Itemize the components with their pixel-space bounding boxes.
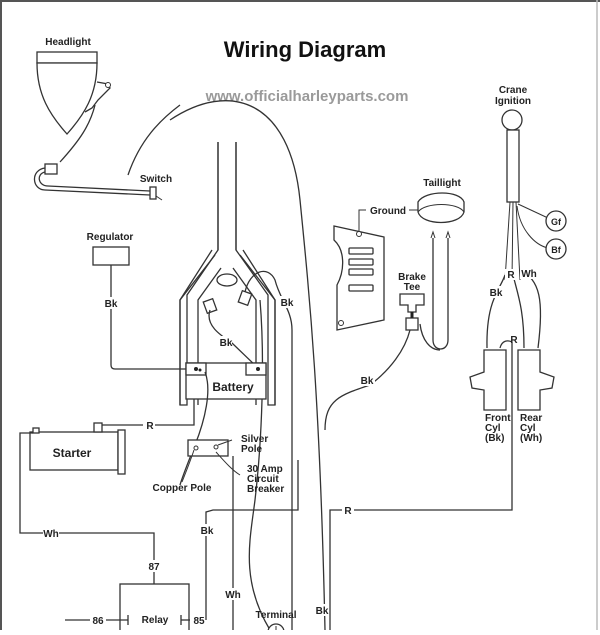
brake-tee-label-2: Tee [404, 282, 421, 293]
ground-label: Ground [370, 206, 406, 217]
ignition-label-2: Ignition [495, 96, 531, 107]
relay-pin-87: 87 [148, 562, 160, 573]
breaker-label-1: 30 Amp [247, 464, 283, 475]
wire-label-bk: Bk [201, 526, 214, 537]
diagram-title: Wiring Diagram [224, 37, 386, 62]
circuit-breaker: Silver Pole 30 Amp Circuit Breaker Coppe… [153, 434, 285, 495]
regulator-label: Regulator [87, 232, 134, 243]
wire-label-bk: Bk [361, 376, 374, 387]
regulator: Regulator [87, 232, 134, 266]
brake-tee-label-1: Brake [398, 272, 426, 283]
wire-label-bk: Bk [281, 298, 294, 309]
wire-label-wh: Wh [521, 269, 537, 280]
rear-cyl-label-2: Cyl [520, 423, 536, 434]
silver-pole-label-1: Silver [241, 434, 268, 445]
starter-label: Starter [53, 446, 92, 460]
gf-label: Gf [551, 217, 562, 227]
silver-pole-label-2: Pole [241, 444, 263, 455]
switch-label: Switch [140, 174, 172, 185]
relay-pin-85: 85 [193, 616, 205, 627]
switch: Switch [33, 163, 172, 201]
wire-label-r: R [344, 506, 352, 517]
rear-cyl-label-3: (Wh) [520, 433, 542, 444]
bf-label: Bf [551, 245, 561, 255]
wire-label-bk: Bk [220, 338, 233, 349]
relay-pin-86: 86 [92, 616, 104, 627]
terminal: Terminal [256, 610, 297, 635]
wire-label-bk: Bk [490, 288, 503, 299]
front-cylinder-coil: Front Cyl (Bk) [469, 349, 511, 444]
wire-label-bk: Bk [105, 299, 118, 310]
rear-cyl-label-1: Rear [520, 413, 542, 424]
wire-label-bk: Bk [316, 606, 329, 617]
breaker-label-2: Circuit [247, 474, 279, 485]
headlight-label: Headlight [45, 37, 91, 48]
wire-label-r: R [146, 421, 154, 432]
relay: Relay 86 85 [65, 583, 205, 635]
wire-label-wh: Wh [225, 590, 241, 601]
terminal-label: Terminal [256, 610, 297, 621]
breaker-label-3: Breaker [247, 484, 284, 495]
taillight-label: Taillight [423, 178, 461, 189]
ignition-label-1: Crane [499, 85, 528, 96]
wire-label-wh: Wh [43, 529, 59, 540]
website-url: www.officialharleyparts.com [205, 88, 409, 105]
battery: Battery [185, 362, 267, 400]
front-cyl-label-1: Front [485, 413, 511, 424]
rear-cylinder-coil: Rear Cyl (Wh) [517, 349, 555, 444]
ground-plate: Ground [333, 206, 418, 331]
copper-pole-label: Copper Pole [153, 483, 212, 494]
taillight: Taillight [417, 178, 465, 350]
front-cyl-label-2: Cyl [485, 423, 501, 434]
relay-label: Relay [142, 615, 169, 626]
wire-label-r: R [510, 335, 518, 346]
wire-label-r: R [507, 270, 515, 281]
crane-ignition: Crane Ignition Gf Bf [495, 85, 567, 281]
front-cyl-label-3: (Bk) [485, 433, 504, 444]
starter: Starter [29, 422, 126, 475]
battery-label: Battery [212, 380, 254, 394]
brake-tee: Brake Tee [398, 272, 441, 351]
headlight: Headlight [36, 37, 111, 135]
